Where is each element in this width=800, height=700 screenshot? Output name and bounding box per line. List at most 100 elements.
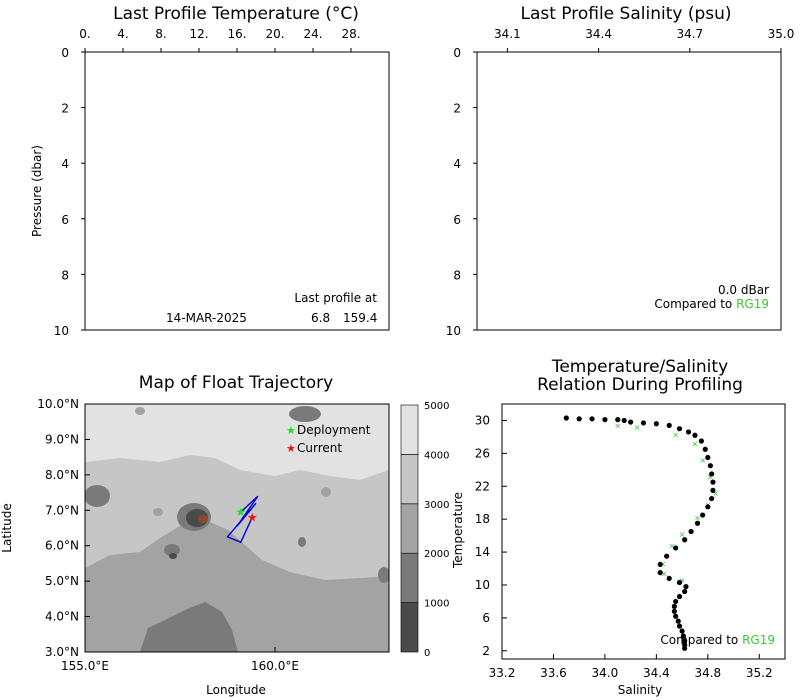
salinity-depth-label: 0.0 dBar bbox=[718, 283, 769, 297]
colorbar-swatch bbox=[400, 503, 419, 554]
ts-profile-point bbox=[657, 561, 663, 568]
temperature-x-tick-label: 0. bbox=[79, 27, 90, 41]
map-lat-tick-label: 10.0°N bbox=[37, 397, 79, 411]
ts-profile-point bbox=[702, 446, 708, 452]
ts-profile-point bbox=[673, 545, 679, 551]
ts-profile-point bbox=[666, 575, 672, 581]
ts-x-tick-label: 34.0 bbox=[592, 666, 619, 680]
ts-profile-point bbox=[657, 570, 663, 576]
salinity-compared-prefix: Compared to bbox=[654, 297, 736, 311]
seamount-south-core bbox=[169, 553, 177, 559]
salinity-x-tick-label: 34.1 bbox=[494, 27, 521, 41]
temperature-chart-title: Last Profile Temperature (°C) bbox=[113, 4, 359, 24]
ts-profile-point bbox=[709, 495, 715, 502]
ts-profile-point bbox=[682, 638, 688, 644]
ts-plot-frame bbox=[501, 403, 786, 660]
depth-band-1000-2000 bbox=[140, 602, 238, 652]
seamount-small bbox=[321, 487, 331, 497]
ts-profile-point bbox=[700, 512, 706, 518]
ts-x-tick-label: 33.6 bbox=[540, 666, 567, 680]
ts-reference-point: × bbox=[661, 569, 668, 578]
ts-profile-point bbox=[682, 537, 688, 543]
ts-profile-point bbox=[675, 618, 681, 624]
map-lat-tick-label: 9.0°N bbox=[45, 432, 79, 446]
colorbar-label: 0 bbox=[424, 648, 430, 659]
ts-profile-point bbox=[709, 471, 715, 477]
ts-profile-point bbox=[621, 417, 627, 424]
salinity-chart-title: Last Profile Salinity (psu) bbox=[520, 4, 731, 24]
map-y-axis-label: Latitude bbox=[0, 503, 14, 552]
legend-current-icon: ★ bbox=[286, 442, 296, 455]
salinity-y-tick-label: 2 bbox=[453, 102, 461, 116]
ts-profile-point bbox=[676, 623, 683, 629]
map-legend: ★ Deployment ★ Current bbox=[286, 423, 371, 455]
seamount-small-west bbox=[153, 508, 163, 516]
colorbar-label: 4000 bbox=[424, 450, 449, 461]
ts-y-tick-label: 2 bbox=[482, 644, 490, 658]
seamount-north bbox=[289, 406, 321, 422]
ts-profile-point bbox=[628, 419, 634, 425]
ts-reference-point: × bbox=[634, 423, 641, 432]
ts-profile-point bbox=[664, 553, 670, 559]
colorbar-swatch bbox=[400, 552, 419, 603]
temperature-y-tick-label: 2 bbox=[61, 102, 69, 116]
ts-y-tick-label: 18 bbox=[475, 512, 490, 526]
map-x-axis-label: Longitude bbox=[206, 683, 266, 697]
legend-deployment-label: Deployment bbox=[297, 423, 371, 437]
ts-reference-point: × bbox=[679, 530, 686, 539]
colorbar-swatch bbox=[400, 454, 419, 505]
temperature-plot-frame bbox=[84, 51, 390, 331]
ts-y-tick-label: 6 bbox=[482, 611, 490, 625]
ts-profile-point bbox=[707, 463, 713, 469]
map-latitude-axis: 3.0°N4.0°N5.0°N6.0°N7.0°N8.0°N9.0°N10.0°… bbox=[37, 397, 90, 659]
ts-chart-title-line1: Temperature/Salinity bbox=[551, 357, 728, 377]
ts-reference-point: × bbox=[712, 489, 719, 498]
map-lon-tick-label: 155.0°E bbox=[61, 659, 109, 673]
salinity-compared-label: Compared to RG19 bbox=[654, 297, 769, 311]
ts-reference-point: × bbox=[679, 576, 686, 585]
ts-y-tick-label: 10 bbox=[475, 578, 490, 592]
seamount-east bbox=[298, 537, 306, 547]
ts-profile-point bbox=[676, 593, 683, 600]
ts-profile-point bbox=[705, 504, 711, 510]
seamount-small-north bbox=[135, 407, 145, 415]
ts-profile-point bbox=[640, 420, 647, 426]
deployment-marker: ★ bbox=[235, 505, 246, 519]
ts-reference-point: × bbox=[694, 514, 701, 523]
ts-y-tick-label: 30 bbox=[475, 413, 490, 427]
float-trajectory-line bbox=[226, 495, 259, 544]
map-lat-tick-label: 6.0°N bbox=[45, 539, 79, 553]
ts-y-tick-label: 26 bbox=[475, 446, 490, 460]
salinity-x-tick-label: 34.4 bbox=[585, 27, 612, 41]
colorbar-swatch bbox=[400, 602, 419, 653]
ts-reference-point: × bbox=[614, 421, 621, 430]
temperature-y-tick-label: 10 bbox=[54, 324, 69, 338]
salinity-y-tick-label: 4 bbox=[453, 157, 461, 171]
salinity-y-tick-label: 10 bbox=[446, 324, 461, 338]
ts-profile-point bbox=[682, 588, 688, 595]
colorbar-label: 3000 bbox=[424, 500, 449, 511]
ts-x-tick-label: 34.8 bbox=[694, 666, 721, 680]
ts-profile-point bbox=[710, 479, 716, 485]
seamount-edge bbox=[378, 567, 389, 583]
ts-y-axis-label: Temperature bbox=[451, 492, 465, 569]
map-lat-tick-label: 4.0°N bbox=[45, 610, 79, 624]
map-lat-tick-label: 7.0°N bbox=[45, 503, 79, 517]
ts-scatter-points: ×××××××××××××× bbox=[563, 415, 719, 651]
ts-profile-point bbox=[705, 454, 711, 461]
ts-reference-name: RG19 bbox=[742, 633, 775, 647]
map-lat-tick-label: 3.0°N bbox=[45, 645, 79, 659]
ts-profile-point bbox=[653, 421, 659, 427]
last-profile-label: Last profile at bbox=[294, 291, 377, 305]
temperature-y-tick-label: 0 bbox=[61, 46, 69, 60]
salinity-x-tick-label: 35.0 bbox=[768, 27, 795, 41]
ts-reference-point: × bbox=[699, 456, 706, 465]
ts-profile-point bbox=[694, 520, 701, 526]
last-profile-lat: 6.8 bbox=[311, 311, 330, 325]
